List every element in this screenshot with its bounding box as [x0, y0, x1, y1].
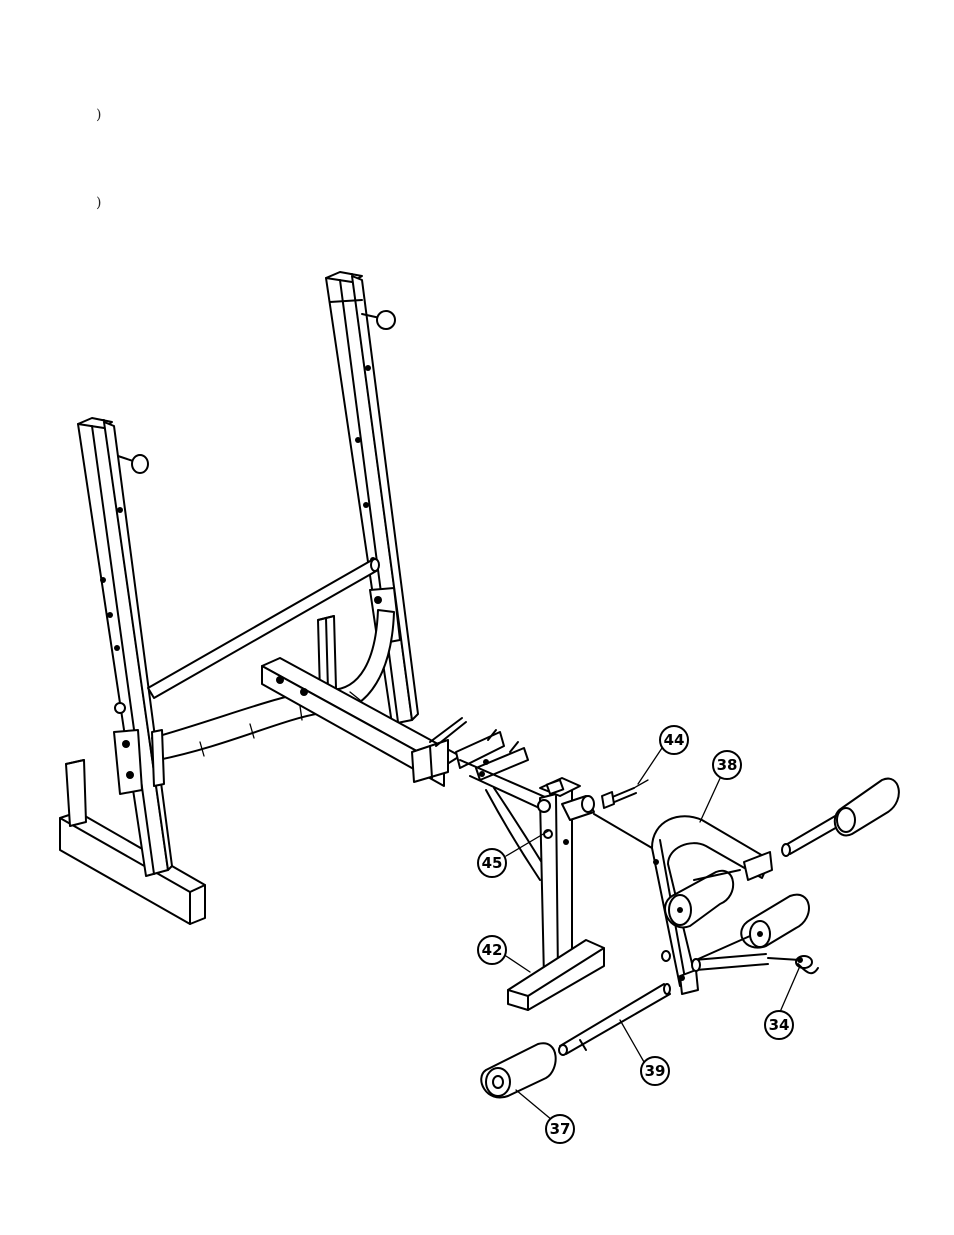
foam-roller-middle-icon [665, 870, 740, 927]
callout-45-label: 45 [482, 854, 503, 872]
callout-45: 45 [478, 849, 506, 877]
callout-44: 44 [660, 726, 688, 754]
callout-38: 38 [713, 751, 741, 779]
pin-34-icon [692, 954, 818, 973]
foam-roller-upper-icon [782, 779, 899, 856]
callout-44-label: 44 [664, 731, 685, 749]
bolt-44-icon [602, 780, 648, 808]
rod-39-icon [559, 984, 670, 1055]
callout-37-label: 37 [550, 1120, 571, 1138]
callout-39-label: 39 [645, 1062, 666, 1080]
callout-42: 42 [478, 936, 506, 964]
curved-crossbar-icon [152, 610, 394, 786]
callout-34: 34 [765, 1011, 793, 1039]
foam-roller-37-icon [481, 1043, 555, 1097]
callout-37: 37 [546, 1115, 574, 1143]
front-leg-icon [486, 778, 652, 1010]
callout-34-label: 34 [769, 1016, 790, 1034]
callout-38-label: 38 [717, 756, 738, 774]
callout-39: 39 [641, 1057, 669, 1085]
callout-42-label: 42 [482, 941, 503, 959]
